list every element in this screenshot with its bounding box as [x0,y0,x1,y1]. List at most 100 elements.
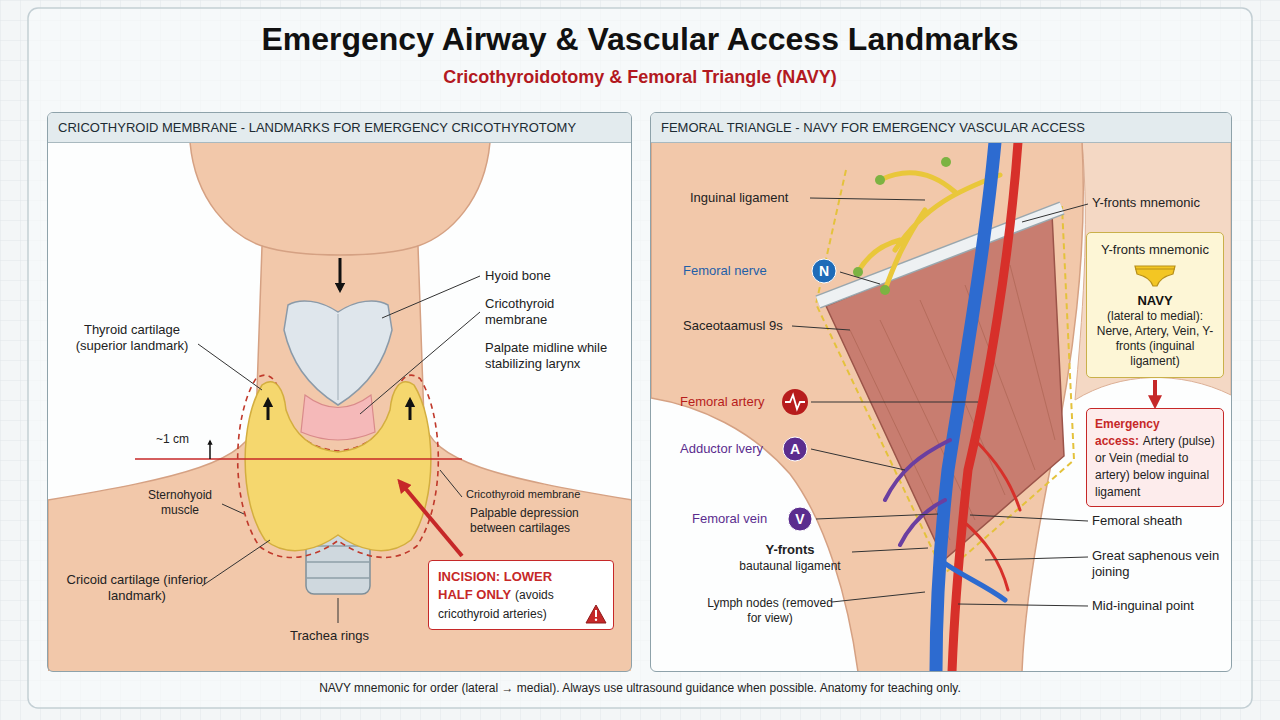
nerve-marker: N [811,258,837,284]
palpation-arrow [409,400,412,420]
box-text: Y-fronts mnemonic [1093,241,1217,258]
pulse-wave [785,395,805,409]
part-label: Sternohyoid muscle [130,488,230,518]
briefs-band [1135,269,1175,270]
lymph-node [875,175,885,185]
panel-fill [47,112,632,672]
leader-line [816,514,938,519]
note: Palpable depression between cartilages [470,506,610,536]
leader-line [382,276,480,318]
leader-line [811,402,978,403]
part-label: Femoral sheath [1092,513,1227,529]
palpation-arrow [267,400,270,420]
part-label: Cricothyroid membrane [485,296,615,329]
part-label: Cricoid cartilage (inferior landmark) [62,572,212,605]
part-label: Femoral nerve [683,263,793,279]
cricothyroid-membrane [301,395,375,440]
panel: CRICOTHYROID MEMBRANE - LANDMARKS FOR EM… [47,112,632,672]
leader-line [970,515,1088,521]
pulse-icon [782,389,808,415]
card [28,8,1252,708]
part-label: Thyroid cartilage (superior landmark) [62,322,202,355]
leader-line [840,272,880,284]
part-label: Great saphenous vein joining [1092,548,1227,581]
cartilage-ridge [337,314,338,400]
leader-line [360,312,480,414]
panel: FEMORAL TRIANGLE - NAVY FOR EMERGENCY VA… [650,112,1232,672]
note: Palpate midline while stabilizing larynx [485,340,620,373]
warning-triangle [586,605,606,623]
part-label: Inguinal ligament [690,190,810,206]
panel-fill [650,112,1232,672]
marker-circle [783,437,807,461]
trachea-rings [306,546,370,578]
part-label: Y-fronts [730,542,850,558]
palpation-arrow [339,258,342,290]
saphenous-vein [940,560,1005,600]
part-label: Hyoid bone [485,268,615,284]
leader-line [958,604,1088,606]
thyroid-gland [245,382,431,551]
vein-branches [885,440,950,545]
mnemonic-box: Y-fronts mnemonicNAVY(lateral to medial)… [1086,232,1224,378]
briefs-shape [1135,266,1175,286]
part-label: Femoral vein [692,511,784,527]
jaw-line [262,246,418,255]
femoral-artery [952,143,1018,671]
leader-line [222,504,244,514]
part-label: Cricothyroid membrane [466,488,616,502]
note: Lymph nodes (removed for view) [700,596,840,626]
panel-heading: FEMORAL TRIANGLE - NAVY FOR EMERGENCY VA… [651,113,1231,143]
box-text: (lateral to medial): Nerve, Artery, Vein… [1093,309,1217,369]
access-box: Emergency access:Artery (pulse) or Vein … [1086,408,1224,507]
subtitle: Cricothyroidotomy & Femoral Triangle (NA… [290,66,990,89]
leader-line [202,540,270,586]
leader-line [852,548,928,552]
caption: NAVY mnemonic for order (lateral → media… [0,681,1280,695]
part-label: Femoral artery [680,394,785,410]
lymph-node [880,285,890,295]
inguinal-band [818,208,1062,302]
inguinal-band [818,208,1062,302]
marker-circle [788,507,812,531]
lymph-node [941,157,951,167]
text-block: Emergency access:Artery (pulse) or Vein … [1095,415,1215,500]
leader-line [440,470,462,497]
warning-mark [595,619,597,621]
briefs-icon [1133,262,1177,288]
part-label: bautaunal ligament [730,559,850,574]
marker-letter: N [819,264,829,278]
incision-arrow [400,482,462,556]
marker-letter: V [795,512,804,526]
part-label: Saceotaamusl 9s [683,318,793,334]
level-line [135,458,462,460]
leader-line [810,198,925,200]
part-label: Mid-inguinal point [1092,598,1202,614]
leader-line [832,592,925,602]
leader-line [338,598,339,623]
dimension-arrow [209,441,211,459]
neck-skin [48,143,631,671]
lymph-node [853,267,863,277]
leader-line [811,449,905,470]
part-label: Y-fronts mnemonic [1092,195,1227,211]
marker-circle [812,259,836,283]
panel-heading: CRICOTHYROID MEMBRANE - LANDMARKS FOR EM… [48,113,631,143]
marker-letter: A [790,442,800,456]
warning-mark [595,610,597,617]
neck-illustration [48,143,631,671]
dimension: ~1 cm [156,432,206,447]
leader-line [985,557,1088,560]
part-label: Adductor lvery [680,441,780,457]
leader-line [1022,204,1088,222]
thigh-skin [651,143,1083,671]
artery-marker: A [782,436,808,462]
box-text: NAVY [1093,292,1217,309]
leader-line [198,344,262,390]
title: Emergency Airway & Vascular Access Landm… [0,20,1280,58]
warning-icon [585,604,607,624]
thyroid-cartilage [284,301,392,405]
hip-skin [1075,143,1231,400]
flow-arrow [1153,380,1157,405]
